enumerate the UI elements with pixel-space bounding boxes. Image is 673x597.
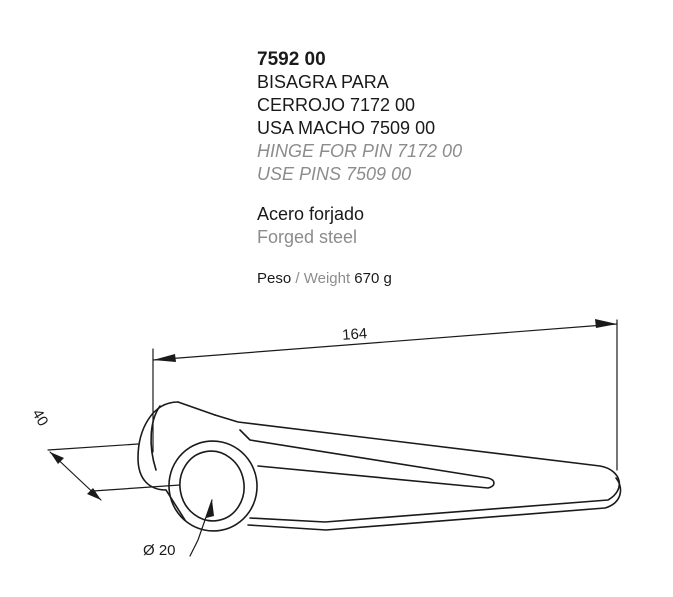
barrel-inner-back xyxy=(150,405,161,471)
barrel-top-edge xyxy=(177,401,216,416)
weight-value: 670 g xyxy=(350,270,392,287)
description-es-line-3: USA MACHO 7509 00 xyxy=(257,118,436,138)
barrel-bore xyxy=(179,450,245,522)
arrowhead-height-bottom xyxy=(87,488,101,500)
material-es: Acero forjado xyxy=(257,204,365,224)
weight-line: Peso / Weight 670 g xyxy=(257,269,392,289)
extension-line-bottom xyxy=(92,484,181,492)
arrowhead-length-left xyxy=(153,354,176,362)
product-spec: 7592 00 BISAGRA PARA CERROJO 7172 00 USA… xyxy=(257,48,657,186)
weight-label-en: Weight xyxy=(303,270,351,287)
arm-upper xyxy=(214,414,620,523)
weight-label-es: Peso xyxy=(257,270,292,287)
material-en: Forged steel xyxy=(257,227,358,247)
dimension-length-label: 164 xyxy=(342,325,368,344)
description-es-line-2: CERROJO 7172 00 xyxy=(257,95,416,115)
arm-rib xyxy=(239,429,495,489)
product-code: 7592 00 xyxy=(257,49,326,70)
arrowhead-height-top xyxy=(50,452,64,464)
description-es-line-1: BISAGRA PARA xyxy=(257,72,389,92)
dimension-height-label: 40 xyxy=(28,406,51,429)
arrowhead-length-right xyxy=(595,319,617,328)
diameter-leader xyxy=(189,499,213,557)
description-en-line-2: USE PINS 7509 00 xyxy=(257,164,412,184)
barrel-back xyxy=(137,401,179,491)
barrel-bottom-edge xyxy=(165,489,186,521)
description-en-line-1: HINGE FOR PIN 7172 00 xyxy=(257,141,463,161)
dimension-line-length xyxy=(152,323,618,361)
material-block: Acero forjado Forged steel xyxy=(257,203,364,249)
weight-separator: / xyxy=(291,270,304,287)
dimension-diameter-label: Ø 20 xyxy=(143,542,176,559)
hinge-part xyxy=(137,401,622,532)
arrowhead-diameter xyxy=(206,500,214,518)
arm-bottom xyxy=(247,477,622,531)
extension-line-top xyxy=(47,443,139,451)
barrel-front-outer xyxy=(168,440,258,532)
